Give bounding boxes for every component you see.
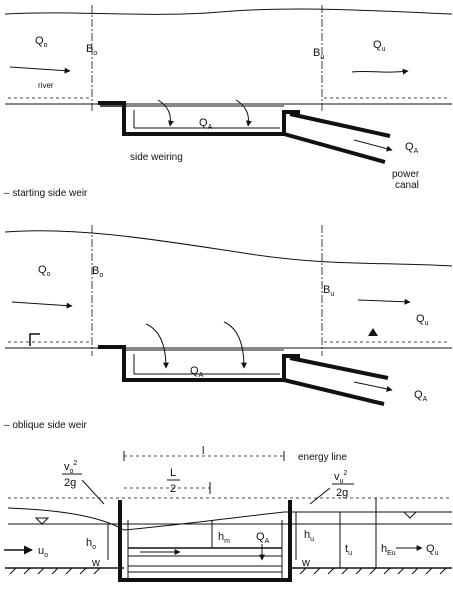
label-vu2: vu2 [334,470,347,485]
spill-arrow-2-2 [223,321,247,369]
flow-arrow-qu [351,68,409,75]
label-qa-3: QA [256,531,270,545]
water-level-symbol-3-left [34,517,50,525]
water-level-symbol-3-right [402,511,418,519]
canal-bottom-2 [283,378,385,406]
label-qa: QA [199,117,213,131]
caption-starting-side-weir: – starting side weir [4,188,88,199]
spill-arrow-1 [157,99,174,127]
water-level-symbol-left [29,333,40,346]
canal-top-2 [289,356,389,380]
flow-arrow-qa [353,139,393,152]
power-canal-bottom [283,132,386,164]
flow-arrow-qa-2 [353,381,393,392]
label-tu: tu [345,543,352,557]
flow-arrow-qu-2 [357,298,411,305]
pointer-vu2 [309,487,331,505]
label-river: river [38,81,54,90]
label-qo: Qo [35,35,48,49]
label-bu-2: Bu [323,284,334,298]
label-2g-right: 2g [336,487,348,499]
power-canal-top [289,112,391,138]
label-l-half-den: 2 [170,483,176,495]
label-qa-out: QA [405,141,419,155]
label-w-right: w [301,557,310,569]
diagram-starting-side-weir: Qo Bo river Bu Qu QA side weiring QA pow… [4,5,453,199]
label-canal: canal [395,180,419,191]
label-qa-out-2: QA [414,389,428,403]
label-side-weiring: side weiring [130,152,183,163]
label-hm: hm [218,531,230,545]
spill-arrow-1-2 [145,323,169,369]
label-power: power [392,169,420,180]
water-level-symbol-right [368,328,378,336]
label-vo2: vo2 [64,460,77,475]
label-ho: ho [86,537,96,551]
side-weir-basin [98,101,300,136]
label-qu-2: Qu [416,313,429,327]
label-l: l [202,445,204,457]
river-bank-top-2 [4,230,453,267]
weir-structure [118,500,292,582]
diagram-longitudinal-section: l L 2 energy line vo2 2g vu2 [4,445,452,582]
label-bo: Bo [86,43,97,57]
pointer-vo2 [81,479,105,505]
water-surface [7,507,452,531]
label-qu: Qu [373,39,386,53]
label-l-half-num: L [170,467,176,479]
label-w-left: w [91,557,100,569]
flow-arrow-qo-2 [11,301,73,309]
label-bo-2: Bo [92,265,103,279]
oblique-weir-basin [98,345,300,382]
label-2g-left: 2g [64,477,76,489]
caption-oblique-side-weir: – oblique side weir [4,420,87,431]
label-bu: Bu [313,47,324,61]
label-qo-2: Qo [38,264,51,278]
ground-hatch [9,567,447,575]
diagram-oblique-side-weir: Qo Bo Bu Qu QA QA – oblique side weir [4,225,453,431]
label-hu: hu [304,529,314,543]
label-uo: uo [38,545,48,559]
label-qa-2: QA [190,365,204,379]
label-qu-3: Qu [426,543,439,557]
river-bank-top [4,8,453,15]
label-heu: hEu [381,543,396,557]
flow-arrow-qo [9,66,71,74]
spill-arrow-2 [235,99,252,127]
label-energy-line: energy line [298,452,347,463]
